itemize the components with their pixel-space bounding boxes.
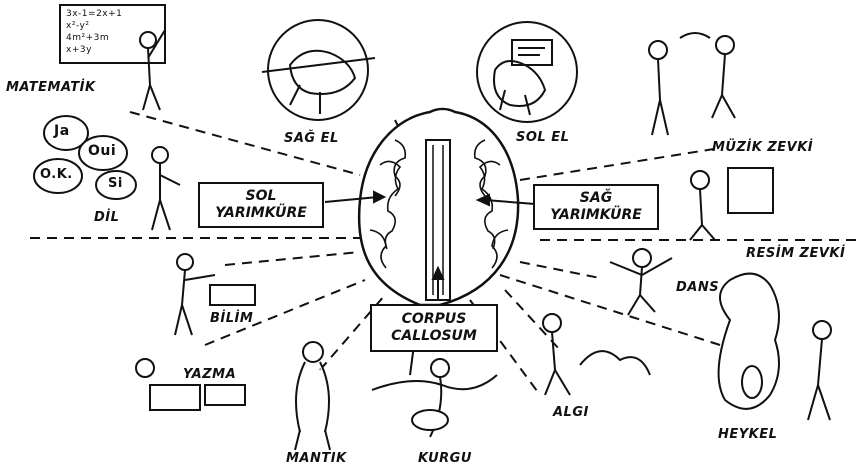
box-sag-yarimkure: SAĞ YARIMKÜRE — [533, 184, 659, 230]
chalkboard-line-1: 3x-1=2x+1 — [66, 9, 122, 19]
label-sag-el: SAĞ EL — [284, 131, 339, 146]
label-sol-el: SOL EL — [516, 130, 569, 145]
box-sol-yarimkure-line-2: YARIMKÜRE — [200, 205, 322, 222]
label-dil: DİL — [94, 210, 119, 225]
speech-oui: Oui — [88, 143, 116, 159]
chalkboard-line-4: x+3y — [66, 45, 92, 55]
box-sol-yarimkure: SOL YARIMKÜRE — [198, 182, 324, 228]
chalkboard-line-2: x²-y² — [66, 21, 89, 31]
box-corpus-callosum-line-2: CALLOSUM — [372, 328, 496, 345]
label-dans: DANS — [676, 280, 719, 295]
chalkboard-line-3: 4m²+3m — [66, 33, 109, 43]
box-corpus-callosum-line-1: CORPUS — [372, 311, 496, 328]
label-heykel: HEYKEL — [718, 427, 777, 442]
label-mantik: MANTIK — [286, 451, 347, 466]
label-muzik-zevki: MÜZİK ZEVKİ — [712, 140, 813, 155]
box-corpus-callosum: CORPUS CALLOSUM — [370, 304, 498, 352]
box-sag-yarimkure-line-1: SAĞ — [535, 190, 657, 207]
label-algi: ALGI — [553, 405, 589, 420]
speech-si: Si — [108, 176, 123, 191]
label-yazma: YAZMA — [183, 367, 236, 382]
box-sol-yarimkure-line-1: SOL — [200, 188, 322, 205]
speech-ja: Ja — [54, 123, 70, 139]
label-bilim: BİLİM — [210, 311, 253, 326]
speech-ok: O.K. — [40, 167, 73, 182]
label-matematik: MATEMATİK — [6, 80, 96, 95]
label-kurgu: KURGU — [418, 451, 472, 466]
box-sag-yarimkure-line-2: YARIMKÜRE — [535, 207, 657, 224]
label-resim-zevki: RESİM ZEVKİ — [746, 246, 845, 261]
